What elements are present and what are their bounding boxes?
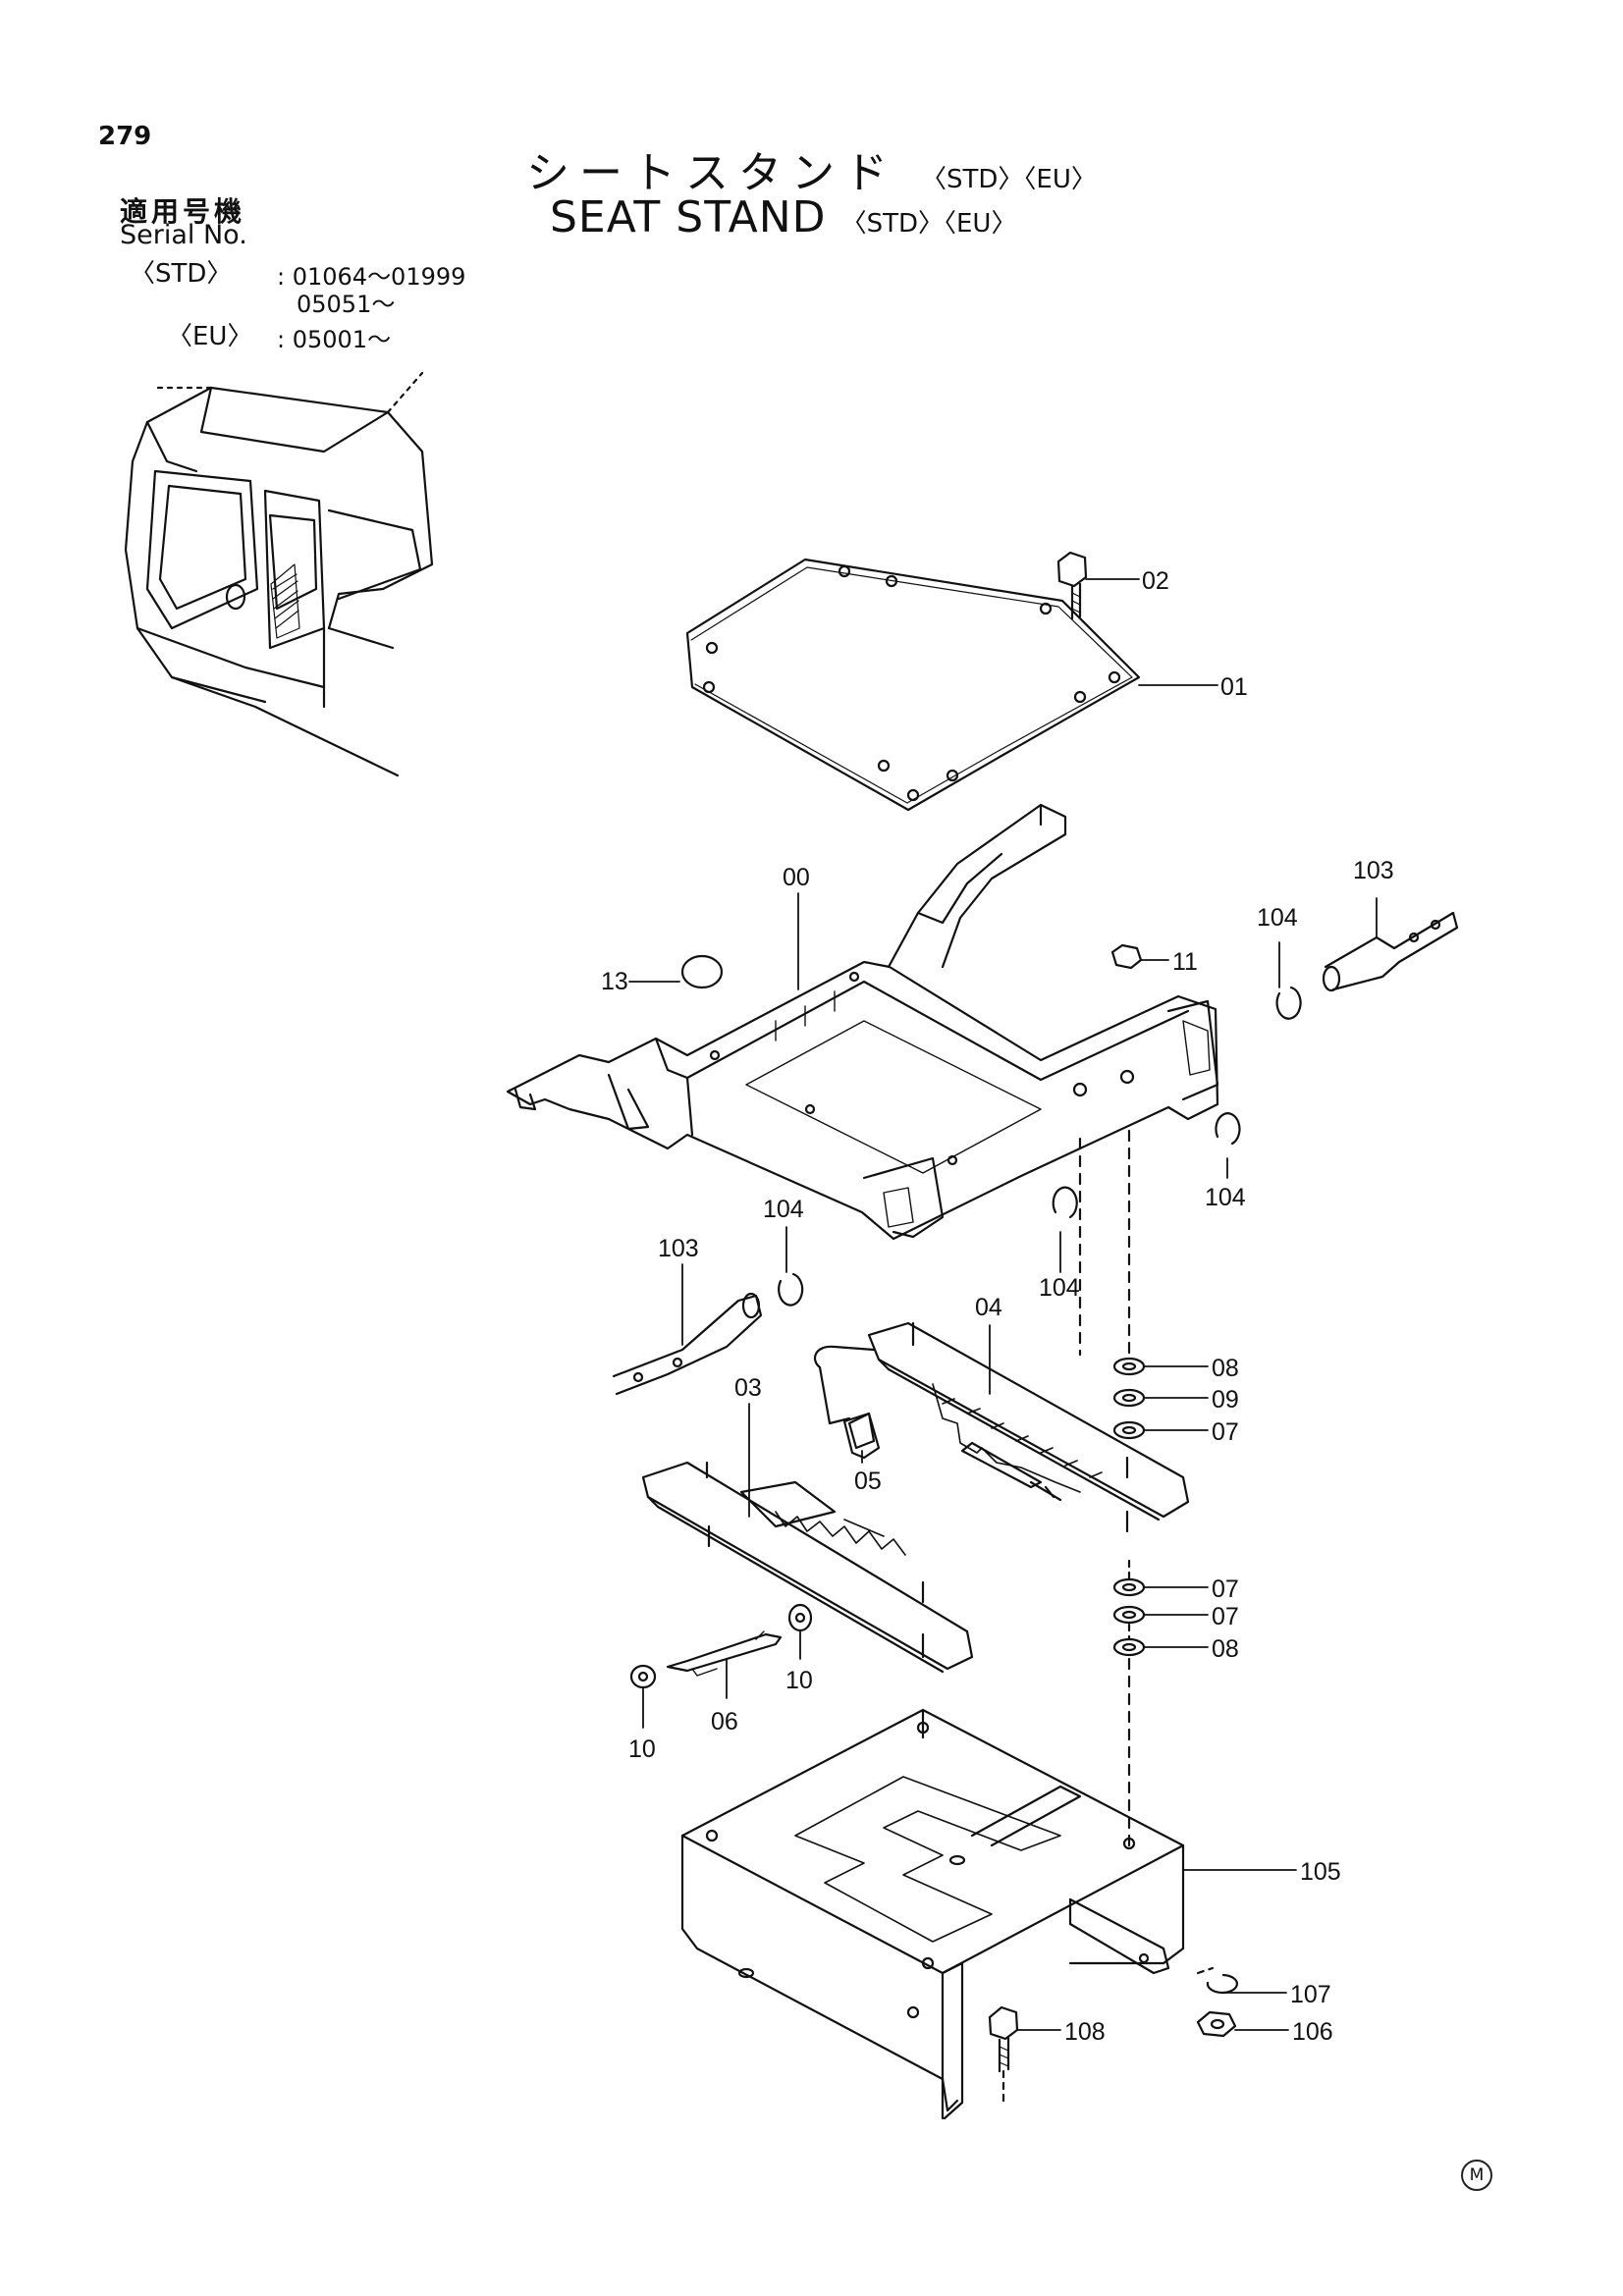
callout-104-right: 104 <box>1205 1184 1246 1211</box>
serial-label-english: Serial No. <box>120 220 247 250</box>
part-pin-right <box>1322 911 1459 992</box>
callout-05: 05 <box>854 1468 882 1495</box>
callout-02: 02 <box>1142 567 1169 595</box>
callout-03: 03 <box>734 1374 762 1402</box>
part-slide-rail-right <box>813 1321 1190 1533</box>
part-base-stand <box>680 1708 1185 2120</box>
callout-07-upper: 07 <box>1212 1418 1239 1446</box>
callout-labels: 02 01 00 103 104 13 11 104 104 104 103 0… <box>601 567 1394 2046</box>
part-slide-rail-left <box>641 1461 974 1674</box>
callout-104-upper: 104 <box>1257 904 1298 932</box>
callout-08-lower: 08 <box>1212 1635 1239 1663</box>
serial-value-std-2: 05051～ <box>297 291 396 318</box>
part-seat-frame <box>506 803 1219 1241</box>
callout-104-center: 104 <box>1039 1274 1080 1302</box>
part-base-fasteners <box>1196 1966 1238 2038</box>
callout-13: 13 <box>601 968 628 995</box>
serial-key-std: 〈STD〉 <box>130 259 233 289</box>
callout-106: 106 <box>1292 2018 1333 2046</box>
part-snap-rings <box>778 986 1302 1307</box>
part-cap <box>680 954 724 989</box>
callout-04: 04 <box>975 1294 1002 1321</box>
part-spring-and-washers <box>629 1603 813 1689</box>
callout-10-left: 10 <box>628 1735 656 1763</box>
part-knob <box>842 1412 881 1460</box>
title-japanese-text: シートスタンド <box>526 148 897 198</box>
callout-11: 11 <box>1172 948 1198 976</box>
title-tag-eu-2: 〈EU〉 <box>943 209 1017 239</box>
callout-104-left: 104 <box>763 1196 804 1223</box>
serial-value-eu: : 05001～ <box>277 326 392 353</box>
callout-06: 06 <box>711 1708 738 1735</box>
callout-10-right: 10 <box>785 1667 813 1694</box>
callout-08-upper: 08 <box>1212 1355 1239 1382</box>
serial-value-std-1: : 01064～01999 <box>277 263 466 291</box>
callout-leader-lines <box>628 578 1378 2031</box>
callout-09: 09 <box>1212 1386 1239 1414</box>
callout-103-left: 103 <box>658 1235 699 1262</box>
callout-01: 01 <box>1220 673 1248 701</box>
callout-07-lower-1: 07 <box>1212 1575 1239 1603</box>
part-plate <box>685 558 1141 812</box>
title-english-text: SEAT STAND <box>550 192 827 242</box>
title-tag-eu: 〈EU〉 <box>1023 165 1097 194</box>
serial-label-japanese: 適用号機 <box>120 195 246 228</box>
title-tag-std: 〈STD〉 <box>921 165 1024 194</box>
part-pin-left <box>612 1292 763 1396</box>
callout-07-lower-2: 07 <box>1212 1603 1239 1630</box>
part-washer-stack <box>1078 1129 1146 1847</box>
callout-108: 108 <box>1064 2018 1106 2046</box>
part-bolt-top <box>1056 551 1088 620</box>
title-english: SEAT STAND 〈STD〉〈EU〉 <box>550 192 1016 242</box>
part-bolt-bottom <box>988 2005 1019 2103</box>
title-tag-std-2: 〈STD〉 <box>840 209 944 239</box>
part-nut-top <box>1110 943 1143 970</box>
page-number: 279 <box>98 122 152 151</box>
cab-overview-sketch <box>124 371 434 777</box>
callout-103-right: 103 <box>1353 857 1394 884</box>
callout-00: 00 <box>783 864 810 891</box>
callout-105: 105 <box>1300 1858 1341 1886</box>
callout-107: 107 <box>1290 1981 1331 2008</box>
title-japanese: シートスタンド 〈STD〉〈EU〉 <box>526 137 1097 200</box>
corner-mark: M <box>1461 2160 1492 2191</box>
serial-key-eu: 〈EU〉 <box>167 322 253 351</box>
